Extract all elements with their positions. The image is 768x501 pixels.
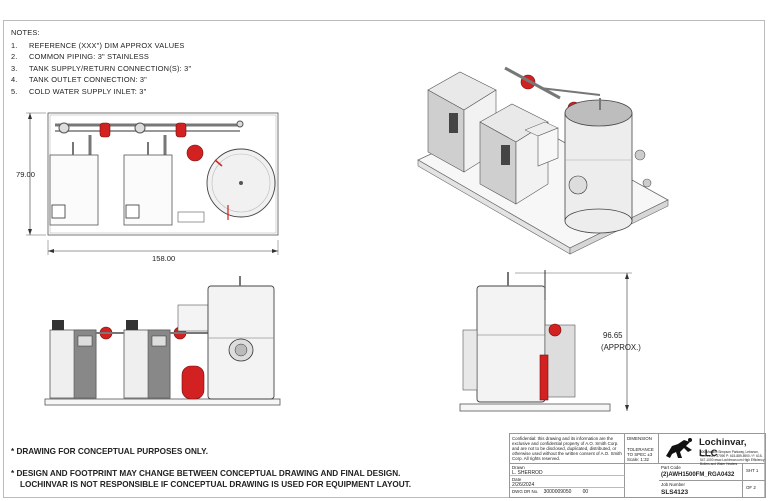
tolerance-cell: DIMENSION TOLERANCE TO SPEC ±3 Scale: 1:…: [625, 434, 659, 464]
front-elevation-view: [44, 276, 281, 406]
notes-block: NOTES: 1.REFERENCE (XXX") DIM APPROX VAL…: [11, 27, 191, 97]
dimension-height-side: 96.65: [603, 331, 623, 340]
scale-value: Scale: 1:32: [627, 457, 649, 462]
tolerance-value: TO SPEC ±3: [627, 452, 653, 457]
notes-title: NOTES:: [11, 28, 40, 37]
dimension-height-plan: 79.00: [16, 170, 36, 179]
title-block: Confidential: this drawing and its infor…: [509, 433, 766, 498]
dimension-width-plan: 158.00: [152, 254, 176, 263]
sheet-number: SHT 1: [742, 464, 766, 481]
logo-area: [659, 434, 766, 464]
confidential-note: Confidential: this drawing and its infor…: [510, 434, 625, 464]
dwg-number: 3000009050: [543, 489, 572, 495]
company-address: 300 Maddox Simpson Parkway, Lebanon, Ten…: [700, 450, 765, 466]
drawn-cell: Drawn L. SHERROD: [510, 464, 625, 476]
job-number: SLS4123: [661, 489, 689, 496]
isometric-view: [417, 66, 669, 255]
note-item: 5.COLD WATER SUPPLY INLET: 3": [11, 86, 147, 96]
dimension-height-side-note: (APPROX.): [601, 343, 641, 352]
sheet-total: OF 2: [742, 481, 766, 498]
dwg-cell: DWG DR No. 3000009050 00: [510, 488, 625, 498]
disclaimer-conceptual: * DRAWING FOR CONCEPTUAL PURPOSES ONLY.: [11, 447, 208, 456]
date-cell: Date 2/26/2024: [510, 476, 625, 488]
disclaimer-design-change: * DESIGN AND FOOTPRINT MAY CHANGE BETWEE…: [11, 469, 401, 478]
note-item: 1.REFERENCE (XXX") DIM APPROX VALUES: [11, 40, 185, 50]
disclaimer-responsibility: LOCHINVAR IS NOT RESPONSIBLE IF CONCEPTU…: [20, 480, 412, 489]
note-item: 4.TANK OUTLET CONNECTION: 3": [11, 75, 148, 84]
side-elevation-view: [459, 270, 632, 412]
note-item: 3.TANK SUPPLY/RETURN CONNECTION(S): 3": [11, 63, 192, 73]
part-code: (2)AWH1500FM_RGA0432: [661, 472, 735, 478]
drawn-by: L. SHERROD: [512, 470, 543, 476]
job-number-cell: Job Number SLS4123: [659, 481, 742, 498]
lochinvar-horse-logo: [666, 438, 692, 458]
note-item: 2.COMMON PIPING: 3" STAINLESS: [11, 52, 149, 61]
part-code-cell: Part Code (2)AWH1500FM_RGA0432: [659, 464, 742, 481]
revision: 00: [582, 489, 589, 495]
drawing-date: 2/26/2024: [512, 482, 535, 488]
plan-view: [26, 112, 279, 255]
company-name: Lochinvar, LLC: [699, 437, 747, 459]
sheet-border: [3, 20, 765, 498]
